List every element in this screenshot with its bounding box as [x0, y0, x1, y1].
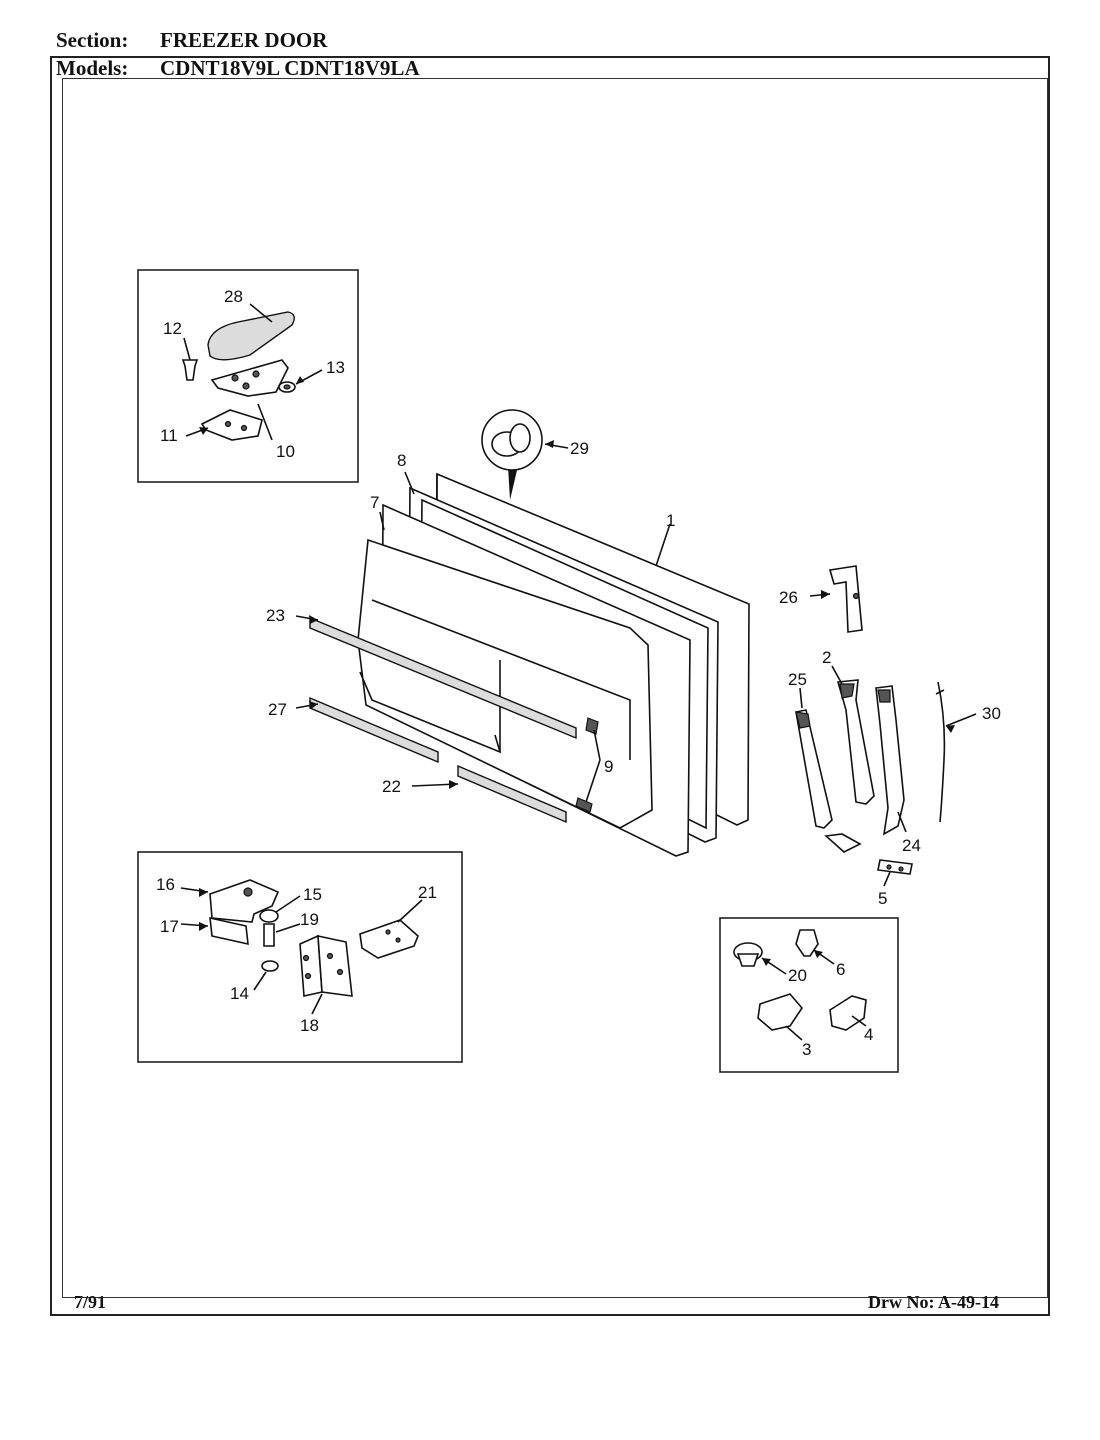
hole [242, 382, 250, 390]
callout-25: 25 [788, 670, 807, 689]
part-3-cam-right [757, 993, 804, 1031]
part-11-shim-plate [200, 409, 263, 441]
models-heading: Models: CDNT18V9L CDNT18V9LA [56, 58, 420, 79]
callout-20: 20 [788, 966, 807, 985]
callout-19: 19 [300, 910, 319, 929]
callout-22: 22 [382, 777, 401, 796]
models-label: Models: [56, 56, 129, 80]
hole [336, 968, 344, 976]
strap-slot [877, 689, 891, 703]
button-stem [736, 953, 760, 967]
part-16-hinge-bracket [209, 879, 280, 923]
part-22-shelf-rail [457, 764, 567, 824]
callout-16: 16 [156, 875, 175, 894]
footer-drawing-number: Drw No: A-49-14 [868, 1292, 999, 1312]
part-6-screw [795, 929, 819, 957]
inset-box-hinge-hardware [137, 851, 463, 1063]
part-21-bracket [359, 919, 419, 959]
callout-30: 30 [982, 704, 1001, 723]
part-28-hinge-cover [207, 311, 295, 361]
callout-15: 15 [303, 885, 322, 904]
hole [283, 384, 291, 390]
part-23-shelf-rail [309, 616, 577, 740]
section-title: FREEZER DOOR [160, 28, 328, 52]
callout-9: 9 [604, 757, 613, 776]
part-9-clip-upper [585, 717, 599, 735]
leader-lines [180, 303, 977, 1041]
part-17-spacer [209, 916, 249, 946]
hinge-foot [824, 833, 862, 853]
part-29-leader-wedge [508, 466, 518, 500]
part-26-bracket [828, 565, 863, 633]
part-9-clip-lower [575, 797, 593, 813]
strap-tab [795, 711, 811, 729]
callout-1: 1 [666, 511, 675, 530]
hole [326, 952, 334, 960]
part-19-hinge-pin [263, 923, 275, 947]
hole [886, 864, 892, 870]
section-heading: Section: FREEZER DOOR [56, 30, 327, 51]
callout-3: 3 [802, 1040, 811, 1059]
part-10-hinge-plate [210, 359, 289, 397]
part-18-hinge-leaf-b [317, 934, 353, 997]
part-5-plate [877, 859, 913, 875]
section-label: Section: [56, 28, 129, 52]
callout-5: 5 [878, 889, 887, 908]
liner-crease [371, 599, 631, 760]
callout-8: 8 [397, 451, 406, 470]
footer-date: 7/91 [74, 1292, 107, 1312]
hole [385, 929, 391, 935]
part-15-bushing [259, 909, 279, 923]
callout-29: 29 [570, 439, 589, 458]
callout-28: 28 [224, 287, 243, 306]
liner-shelf-face [357, 538, 653, 829]
part-24-strap [875, 685, 905, 836]
callout-23: 23 [266, 606, 285, 625]
arrowheads [199, 376, 955, 966]
callout-2: 2 [822, 648, 831, 667]
inset-box-hinge-cover [137, 269, 359, 483]
hinge-slot [839, 683, 855, 699]
inset-box-small-parts [719, 917, 899, 1073]
hole [224, 420, 232, 428]
callout-4: 4 [864, 1025, 873, 1044]
part-29-plug [509, 423, 531, 453]
callout-12: 12 [163, 319, 182, 338]
part-12-screw [181, 359, 199, 381]
hole [231, 374, 239, 382]
hole [395, 937, 401, 943]
rod-notch [935, 689, 945, 695]
callout-27: 27 [268, 700, 287, 719]
callout-6: 6 [836, 960, 845, 979]
callout-17: 17 [160, 917, 179, 936]
callout-14: 14 [230, 984, 249, 1003]
hole [240, 424, 248, 432]
part-30-rod [937, 681, 946, 823]
hole [304, 972, 312, 980]
part-4-cam-left [829, 995, 867, 1031]
part-2-hinge-strap [836, 679, 875, 805]
callout-7: 7 [370, 493, 379, 512]
inner-frame [62, 78, 1048, 1298]
hole [243, 887, 253, 897]
hole [252, 370, 260, 378]
callout-18: 18 [300, 1016, 319, 1035]
models-list: CDNT18V9L CDNT18V9LA [160, 56, 420, 80]
liner-lower-ridge [359, 671, 502, 754]
callout-10: 10 [276, 442, 295, 461]
callout-26: 26 [779, 588, 798, 607]
part-14-washer [261, 960, 279, 972]
callout-24: 24 [902, 836, 921, 855]
hole [302, 954, 310, 962]
callout-21: 21 [418, 883, 437, 902]
callout-11: 11 [160, 426, 178, 445]
hole [852, 592, 860, 600]
hole [898, 866, 904, 872]
part-25-strap [795, 709, 833, 829]
outer-frame [50, 56, 1050, 1316]
callout-13: 13 [326, 358, 345, 377]
